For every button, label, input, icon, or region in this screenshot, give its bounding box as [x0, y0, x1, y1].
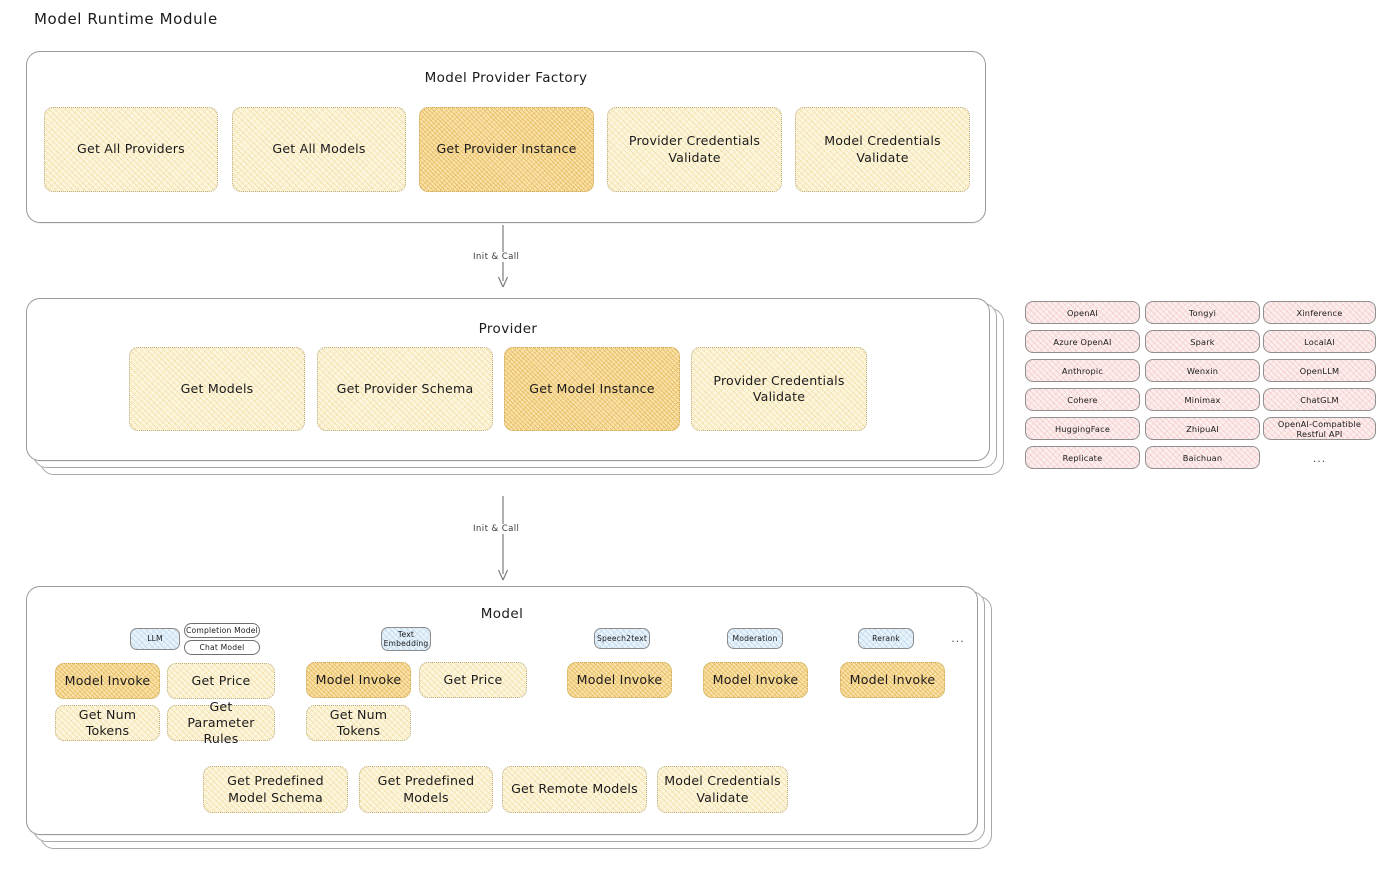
arrow-provider-to-model — [488, 496, 518, 582]
node-llm-get-price[interactable]: Get Price — [167, 663, 275, 699]
node-rerank-model-invoke[interactable]: Model Invoke — [840, 662, 945, 698]
node-get-provider-schema[interactable]: Get Provider Schema — [317, 347, 493, 431]
model-type-badge-speech2text[interactable]: Speech2text — [594, 628, 650, 649]
provider-list-more-ellipsis: ... — [1312, 452, 1327, 465]
model-subtype-badge-completion-model[interactable]: Completion Model — [184, 623, 260, 638]
node-speech2text-model-invoke[interactable]: Model Invoke — [567, 662, 672, 698]
arrow-label-init-and-call-2: Init & Call — [470, 524, 523, 534]
node-model-credentials-validate-factory[interactable]: Model Credentials Validate — [795, 107, 970, 192]
model-type-badge-moderation[interactable]: Moderation — [727, 628, 783, 649]
provider-panel-title: Provider — [478, 321, 538, 337]
model-panel-title: Model — [480, 606, 524, 622]
provider-chip-tongyi[interactable]: Tongyi — [1145, 301, 1260, 324]
model-subtype-badge-chat-model[interactable]: Chat Model — [184, 640, 260, 655]
page-title: Model Runtime Module — [34, 10, 218, 28]
node-provider-credentials-validate-factory[interactable]: Provider Credentials Validate — [607, 107, 782, 192]
node-get-all-providers[interactable]: Get All Providers — [44, 107, 218, 192]
provider-chip-openllm[interactable]: OpenLLM — [1263, 359, 1376, 382]
provider-chip-localai[interactable]: LocalAI — [1263, 330, 1376, 353]
arrow-label-init-and-call-1: Init & Call — [470, 252, 523, 262]
provider-chip-anthropic[interactable]: Anthropic — [1025, 359, 1140, 382]
model-type-badge-llm[interactable]: LLM — [130, 628, 180, 650]
node-get-predefined-model-schema[interactable]: Get Predefined Model Schema — [203, 766, 348, 813]
node-text-embedding-model-invoke[interactable]: Model Invoke — [306, 662, 411, 698]
node-provider-credentials-validate[interactable]: Provider Credentials Validate — [691, 347, 867, 431]
provider-chip-xinference[interactable]: Xinference — [1263, 301, 1376, 324]
provider-chip-spark[interactable]: Spark — [1145, 330, 1260, 353]
node-llm-get-parameter-rules[interactable]: Get Parameter Rules — [167, 699, 275, 746]
node-get-model-instance[interactable]: Get Model Instance — [504, 347, 680, 431]
node-moderation-model-invoke[interactable]: Model Invoke — [703, 662, 808, 698]
node-get-models[interactable]: Get Models — [129, 347, 305, 431]
provider-chip-openai-compatible-restful-api[interactable]: OpenAI-Compatible Restful API — [1263, 417, 1376, 440]
provider-chip-cohere[interactable]: Cohere — [1025, 388, 1140, 411]
node-get-all-models[interactable]: Get All Models — [232, 107, 406, 192]
provider-chip-huggingface[interactable]: HuggingFace — [1025, 417, 1140, 440]
provider-chip-zhipuai[interactable]: ZhipuAI — [1145, 417, 1260, 440]
provider-chip-minimax[interactable]: Minimax — [1145, 388, 1260, 411]
node-get-remote-models[interactable]: Get Remote Models — [502, 766, 647, 813]
provider-chip-azure-openai[interactable]: Azure OpenAI — [1025, 330, 1140, 353]
node-get-provider-instance[interactable]: Get Provider Instance — [419, 107, 594, 192]
provider-chip-wenxin[interactable]: Wenxin — [1145, 359, 1260, 382]
factory-panel-title: Model Provider Factory — [424, 70, 588, 86]
node-get-predefined-models[interactable]: Get Predefined Models — [359, 766, 493, 813]
node-text-embedding-get-price[interactable]: Get Price — [419, 662, 527, 698]
provider-chip-chatglm[interactable]: ChatGLM — [1263, 388, 1376, 411]
node-llm-model-invoke[interactable]: Model Invoke — [55, 663, 160, 699]
model-type-badge-text-embedding[interactable]: Text Embedding — [381, 627, 431, 651]
node-llm-get-num-tokens[interactable]: Get Num Tokens — [55, 705, 160, 741]
provider-chip-openai[interactable]: OpenAI — [1025, 301, 1140, 324]
provider-chip-baichuan[interactable]: Baichuan — [1145, 446, 1260, 469]
provider-chip-replicate[interactable]: Replicate — [1025, 446, 1140, 469]
node-text-embedding-get-num-tokens[interactable]: Get Num Tokens — [306, 705, 411, 741]
node-model-credentials-validate[interactable]: Model Credentials Validate — [657, 766, 788, 813]
model-type-badge-rerank[interactable]: Rerank — [858, 628, 914, 649]
model-types-more-ellipsis: ... — [951, 632, 965, 645]
